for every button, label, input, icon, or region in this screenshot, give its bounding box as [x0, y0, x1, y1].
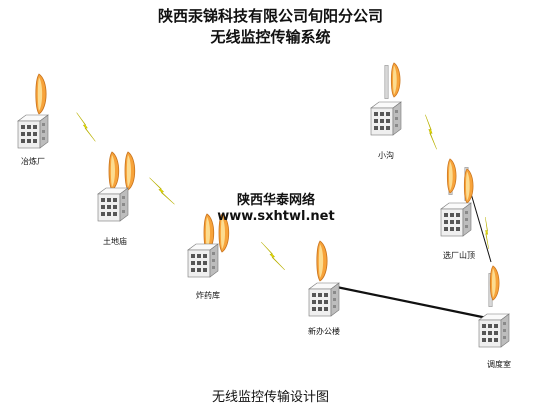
wireless-link-3 — [254, 241, 292, 271]
site-label-yelianchang: 冶炼厂 — [21, 157, 45, 166]
site-tudimiao — [97, 151, 136, 222]
wireless-link-2 — [143, 177, 181, 205]
diagram-title-system: 无线监控传输系统 — [210, 28, 331, 46]
mast-icon — [384, 65, 389, 99]
wired-links — [321, 189, 492, 320]
site-xinbangonglou — [308, 240, 340, 317]
antenna-icon — [108, 151, 120, 191]
building-icon — [187, 243, 219, 278]
site-xiaogou — [370, 62, 402, 136]
site-diaoduoshi — [478, 265, 510, 348]
site-yelianchang — [17, 73, 49, 149]
wireless-link-4 — [414, 114, 448, 150]
site-xuanchangshanding — [440, 158, 474, 237]
building-icon — [97, 187, 129, 222]
diagram-title-company: 陕西汞锑科技有限公司旬阳分公司 — [157, 7, 383, 25]
wired-link-xuanchang-diaoduoshi — [469, 189, 492, 263]
building-icon — [440, 202, 472, 237]
wireless-link-5 — [474, 216, 500, 250]
antenna-icon — [489, 265, 500, 301]
building-icon — [478, 313, 510, 348]
building-icon — [370, 101, 402, 136]
antenna-icon — [124, 151, 136, 191]
antenna-icon — [390, 62, 401, 98]
wired-link-xinbangonglou-diaoduoshi — [321, 282, 488, 320]
building-icon — [17, 114, 49, 149]
antenna-icon — [316, 240, 328, 282]
wireless-link-1 — [68, 112, 104, 142]
watermark-company: 陕西华泰网络 — [236, 193, 315, 208]
site-label-xinbangonglou: 新办公楼 — [308, 327, 340, 336]
site-label-zhayaoku: 炸药库 — [196, 291, 220, 300]
site-label-diaoduoshi: 调度室 — [487, 360, 511, 369]
watermark-url: www.sxhtwl.net — [217, 209, 335, 224]
site-label-tudimiao: 土地庙 — [103, 237, 127, 246]
diagram-caption: 无线监控传输设计图 — [211, 390, 329, 405]
site-label-xiaogou: 小沟 — [378, 151, 394, 160]
site-label-xuanchangshanding: 选厂山顶 — [443, 251, 475, 260]
antenna-icon — [35, 73, 47, 115]
antenna-icon — [446, 158, 457, 194]
wireless-links — [68, 112, 500, 271]
antenna-icon — [463, 168, 474, 204]
building-icon — [308, 282, 340, 317]
